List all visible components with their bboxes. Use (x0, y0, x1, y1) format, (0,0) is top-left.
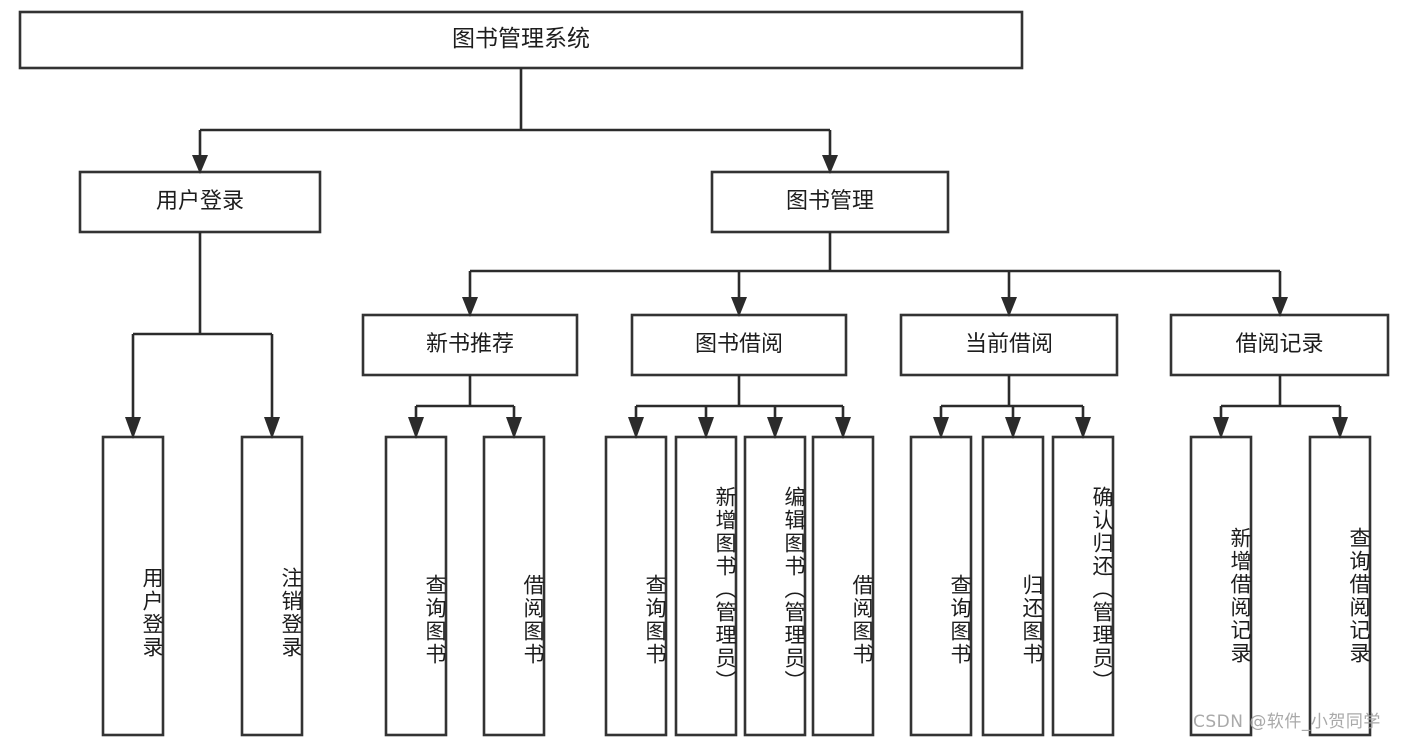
node-box-borrow-record[interactable] (1169, 313, 1390, 377)
arrow-book-manage-to-book-borrow (731, 297, 747, 317)
node-box-leaf-query-book-1[interactable] (384, 435, 448, 737)
node-box-leaf-confirm-return[interactable] (1051, 435, 1115, 737)
arrow-book-borrow-to-leaf-borrow-book-2 (835, 417, 851, 439)
arrow-user-login-to-leaf-logout (264, 417, 280, 439)
arrow-current-borrow-to-leaf-confirm-return (1075, 417, 1091, 439)
node-box-leaf-user-login[interactable] (101, 435, 165, 737)
node-box-leaf-add-record[interactable] (1189, 435, 1253, 737)
connector-book-manage-bus (468, 232, 1282, 300)
node-box-leaf-edit-book[interactable] (743, 435, 807, 737)
arrow-book-borrow-to-leaf-query-book-2 (628, 417, 644, 439)
node-box-new-book-recommend[interactable] (361, 313, 579, 377)
connector-new-book-recommend-bus (414, 375, 516, 420)
node-box-current-borrow[interactable] (899, 313, 1119, 377)
node-box-leaf-return-book[interactable] (981, 435, 1045, 737)
arrow-new-book-recommend-to-leaf-borrow-book-1 (506, 417, 522, 439)
arrow-book-borrow-to-leaf-add-book (698, 417, 714, 439)
connector-borrow-record-bus (1219, 375, 1342, 420)
arrow-root-to-user-login (192, 155, 208, 174)
connector-root-bus (198, 68, 832, 158)
node-box-user-login[interactable] (78, 170, 322, 234)
node-box-leaf-logout[interactable] (240, 435, 304, 737)
connector-book-borrow-bus (634, 375, 845, 420)
node-box-book-borrow[interactable] (630, 313, 848, 377)
arrow-book-manage-to-current-borrow (1001, 297, 1017, 317)
node-box-leaf-borrow-book-1[interactable] (482, 435, 546, 737)
arrow-borrow-record-to-leaf-add-record (1213, 417, 1229, 439)
arrow-new-book-recommend-to-leaf-query-book-1 (408, 417, 424, 439)
node-box-book-manage[interactable] (710, 170, 950, 234)
arrow-root-to-book-manage (822, 155, 838, 174)
node-box-root[interactable] (18, 10, 1024, 70)
arrow-book-borrow-to-leaf-edit-book (767, 417, 783, 439)
connector-user-login-bus (131, 232, 274, 420)
arrow-current-borrow-to-leaf-return-book (1005, 417, 1021, 439)
arrow-book-manage-to-new-book-recommend (462, 297, 478, 317)
node-box-leaf-borrow-book-2[interactable] (811, 435, 875, 737)
connector-current-borrow-bus (939, 375, 1085, 420)
node-box-leaf-query-record[interactable] (1308, 435, 1372, 737)
arrow-user-login-to-leaf-user-login (125, 417, 141, 439)
arrow-current-borrow-to-leaf-query-book-3 (933, 417, 949, 439)
node-box-leaf-query-book-3[interactable] (909, 435, 973, 737)
arrow-borrow-record-to-leaf-query-record (1332, 417, 1348, 439)
arrow-book-manage-to-borrow-record (1272, 297, 1288, 317)
node-box-leaf-query-book-2[interactable] (604, 435, 668, 737)
node-box-leaf-add-book[interactable] (674, 435, 738, 737)
csdn-watermark: CSDN @软件_小贺同学 (1193, 712, 1381, 732)
